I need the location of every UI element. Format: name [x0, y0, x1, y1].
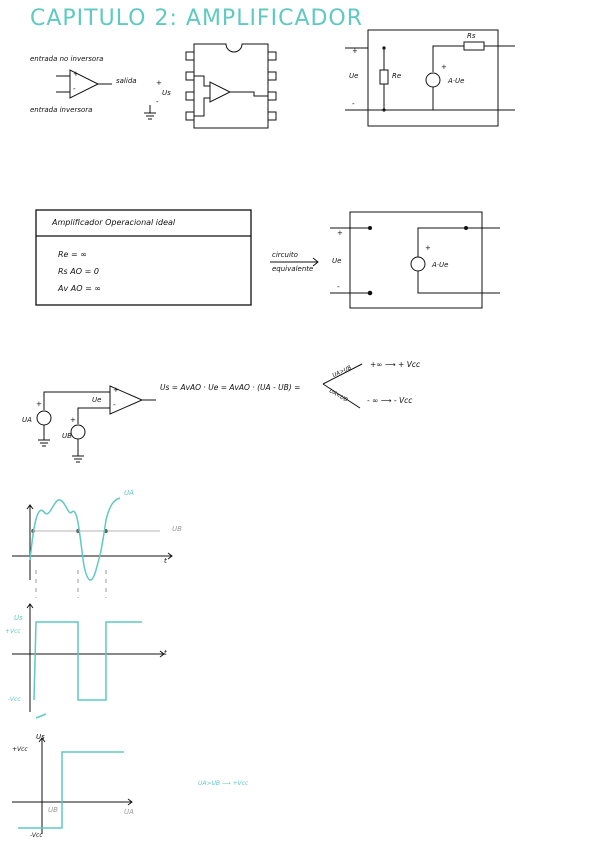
- cmp-source-b: [70, 424, 86, 440]
- cmp-source-a: [36, 410, 52, 426]
- equiv-ideal-box: [349, 211, 483, 309]
- label-plus-out: +: [156, 79, 162, 87]
- cmp-result-top: +∞ ⟶ + Vcc: [370, 360, 421, 369]
- cmp-opamp: [109, 385, 144, 415]
- branch-down: [322, 383, 361, 409]
- equiv-ideal-node-3: [464, 226, 468, 230]
- equiv-ideal-src-top: [417, 227, 466, 257]
- label-entrada-inversora: entrada inversora: [30, 106, 93, 114]
- g2-square-wave: [33, 621, 142, 701]
- equiv-top-src-plus: +: [441, 63, 447, 71]
- cmp-equation: Us = AvAO · Ue = AvAO · (UA - UB) =: [160, 383, 301, 392]
- ic-inner-wire-a: [194, 75, 210, 87]
- cmp-wire-a: [43, 391, 110, 410]
- ic-inner-wire-out: [230, 91, 268, 97]
- g3-x-arrow: [127, 798, 133, 806]
- equiv-top-plus: +: [352, 47, 358, 55]
- ic-pin-l4: [185, 111, 195, 121]
- equiv-top-rin-label: Re: [392, 72, 402, 80]
- g1-va-label: UA: [124, 489, 134, 497]
- ic-inner-wire-b: [194, 97, 210, 117]
- cmp-plus-b: +: [70, 416, 76, 424]
- label-vs: Us: [162, 89, 171, 97]
- equiv-top-minus: -: [352, 100, 355, 108]
- g2-t-label: t: [164, 649, 167, 657]
- equiv-top-source-label: A·Ue: [448, 77, 465, 85]
- g3-vcc-minus: -Vcc: [30, 832, 43, 839]
- arrow-label-top: circuito: [272, 251, 298, 259]
- g2-vcc-plus: +Vcc: [5, 628, 21, 635]
- arrow-label-bottom: equivalente: [272, 265, 314, 273]
- cmp-vb-label: UB: [62, 432, 72, 440]
- equiv-ideal-source-label: A·Ue: [432, 261, 449, 269]
- equiv-ideal-node-2: [367, 290, 373, 296]
- equiv-ideal-src-bot: [417, 271, 482, 294]
- equiv-top-box: [367, 29, 499, 127]
- g3-note: UA>UB ⟶ +Vcc: [198, 780, 249, 787]
- g3-transfer: [18, 751, 124, 829]
- g2-tick-mark: [35, 713, 47, 719]
- g3-y-arrow: [38, 737, 46, 743]
- cmp-plus-a: +: [36, 400, 42, 408]
- arrow-head: [312, 257, 319, 267]
- ic-pin-l1: [185, 51, 195, 61]
- cmp-wire-b: [77, 407, 110, 424]
- cmp-ve-label: Ue: [92, 396, 102, 404]
- label-opamp-minus: -: [73, 85, 76, 93]
- g3-vs-label: Us: [36, 733, 45, 741]
- equiv-top-rout: [463, 41, 485, 51]
- equiv-top-source: [425, 72, 441, 88]
- equiv-top-rout-label: Rs: [467, 32, 476, 40]
- equiv-top-node-2: [382, 108, 386, 112]
- ic-pin-r2: [267, 71, 277, 81]
- g3-vb-label: UB: [48, 806, 58, 814]
- ideal-rs: Rs AO = 0: [58, 267, 99, 276]
- equiv-ideal-src-plus: +: [425, 244, 431, 252]
- equiv-ideal-node-1: [368, 226, 372, 230]
- g2-vs-label: Us: [14, 614, 23, 622]
- cmp-va-label: UA: [22, 416, 32, 424]
- label-salida: salida: [116, 77, 137, 85]
- g1-va-curve: [29, 497, 121, 581]
- g3-vcc-plus: +Vcc: [12, 746, 28, 753]
- ideal-re: Re = ∞: [58, 250, 87, 259]
- equiv-top-ve: Ue: [349, 72, 359, 80]
- equiv-ideal-ve: Ue: [332, 257, 342, 265]
- ic-pin-r4: [267, 111, 277, 121]
- g1-y-arrow: [26, 504, 34, 510]
- g1-t-label: t: [164, 557, 167, 565]
- ideal-av: Av AO = ∞: [58, 284, 101, 293]
- g2-vcc-minus: -Vcc: [8, 696, 21, 703]
- label-entrada-no-inversora: entrada no inversora: [30, 55, 104, 63]
- g1-vb-label: UB: [172, 525, 182, 533]
- ic-package: [193, 43, 269, 129]
- g2-x-arrow: [159, 650, 165, 658]
- ic-inner-opamp: [209, 81, 232, 103]
- equiv-top-src-wire-top: [432, 45, 464, 72]
- ic-pin-r3: [267, 91, 277, 101]
- cmp-result-bottom: - ∞ ⟶ - Vcc: [367, 396, 413, 405]
- equiv-ideal-plus: +: [337, 229, 343, 237]
- ideal-heading: Amplificador Operacional ideal: [52, 218, 176, 227]
- ic-pin-l3: [185, 91, 195, 101]
- g2-y-arrow: [26, 603, 34, 609]
- cmp-minus-in: -: [113, 401, 116, 409]
- cmp-plus-in: +: [113, 386, 119, 394]
- g3-va-label: UA: [124, 808, 134, 816]
- equiv-top-rin: [379, 69, 389, 85]
- equiv-ideal-source: [410, 256, 426, 272]
- g1-x-arrow: [167, 552, 173, 560]
- label-opamp-plus: +: [73, 70, 79, 78]
- label-minus-out: -: [156, 98, 159, 106]
- ic-pin-l2: [185, 71, 195, 81]
- ic-pin-r1: [267, 51, 277, 61]
- equiv-top-node-1: [382, 46, 386, 50]
- ideal-box: [35, 209, 252, 306]
- page-title: CAPITULO 2: AMPLIFICADOR: [30, 6, 364, 31]
- branch-up: [322, 363, 363, 385]
- opamp-symbol: [69, 69, 100, 99]
- equiv-ideal-minus: -: [337, 283, 340, 291]
